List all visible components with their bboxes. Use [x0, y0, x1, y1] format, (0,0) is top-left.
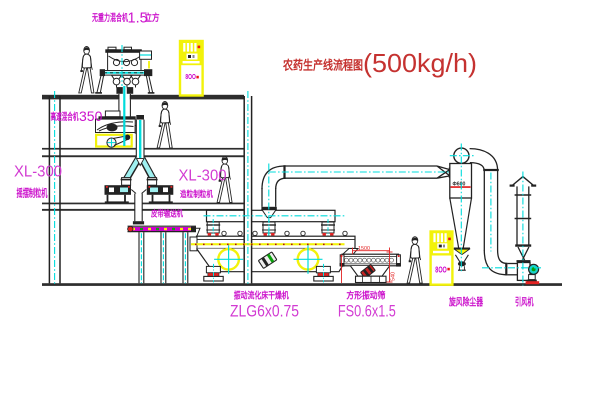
- svg-text:350: 350: [79, 108, 103, 124]
- svg-text:1500: 1500: [358, 246, 370, 252]
- svg-text:540: 540: [391, 272, 397, 281]
- svg-text:振动流化床干燥机: 振动流化床干燥机: [234, 290, 290, 301]
- svg-text:旋风除尘器: 旋风除尘器: [448, 296, 483, 309]
- svg-text:Φ600: Φ600: [453, 181, 466, 187]
- svg-text:XL-300: XL-300: [14, 163, 62, 180]
- svg-text:(500kg/h): (500kg/h): [363, 48, 477, 78]
- svg-text:8OO: 8OO: [435, 265, 447, 274]
- svg-text:引风机: 引风机: [515, 296, 534, 309]
- svg-text:XL-300: XL-300: [179, 168, 227, 185]
- svg-text:摇摆制粒机: 摇摆制粒机: [17, 187, 48, 200]
- svg-text:农药生产线流程图: 农药生产线流程图: [282, 58, 363, 73]
- svg-text:造粒制粒机: 造粒制粒机: [180, 188, 213, 199]
- svg-text:ZLG6x0.75: ZLG6x0.75: [230, 302, 299, 320]
- svg-text:高速混合机: 高速混合机: [51, 111, 79, 123]
- svg-text:8OO: 8OO: [185, 72, 196, 81]
- svg-text:方形振动筛: 方形振动筛: [346, 290, 385, 301]
- svg-text:无重力混合机: 无重力混合机: [91, 12, 128, 24]
- svg-text:1.5: 1.5: [128, 11, 148, 27]
- svg-text:立方: 立方: [145, 12, 160, 24]
- svg-text:皮带输送机: 皮带输送机: [150, 208, 183, 219]
- svg-text:FS0.6x1.5: FS0.6x1.5: [338, 301, 396, 320]
